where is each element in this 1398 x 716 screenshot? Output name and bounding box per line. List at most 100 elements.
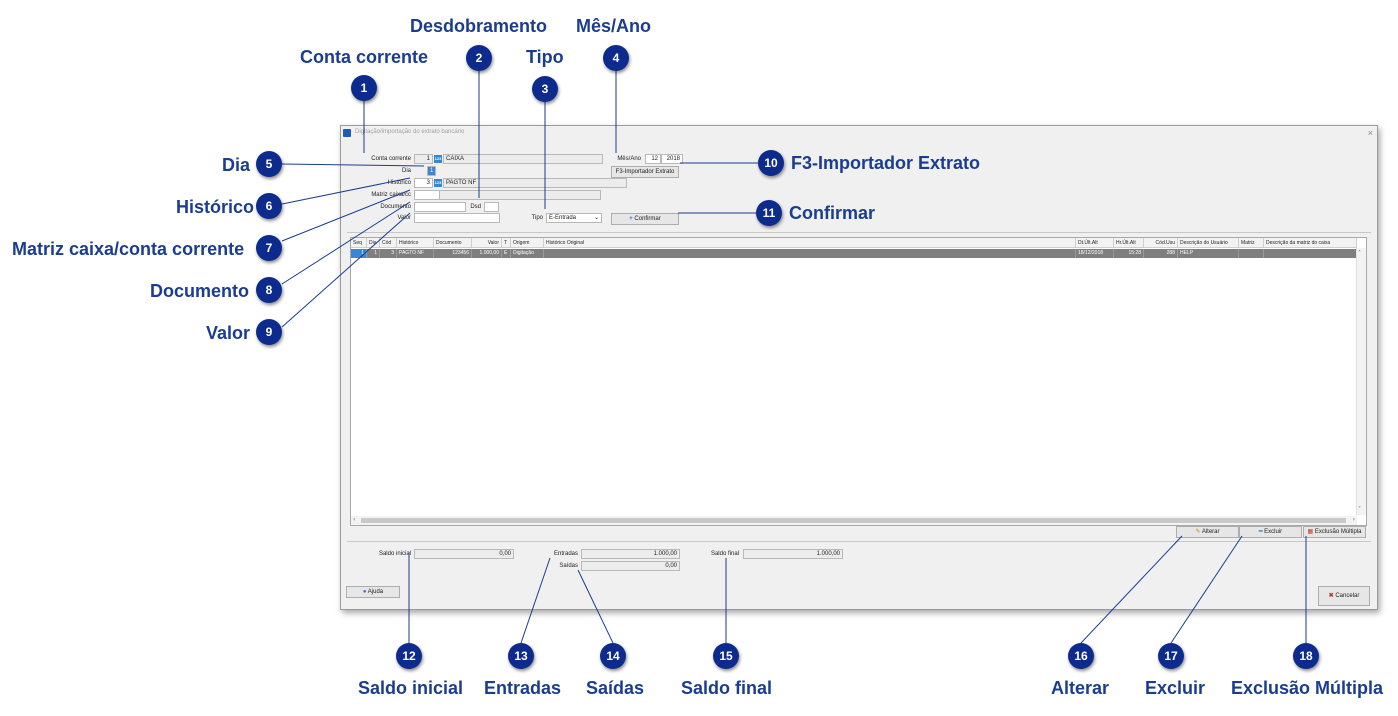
window-title: Digitação/importação do extrato bancário [355, 129, 465, 135]
exclusao-multipla-button[interactable]: ▦ Exclusão Múltipla [1303, 526, 1366, 538]
col-descricao-usuario[interactable]: Descrição do Usuário [1178, 238, 1239, 248]
saidas-label: Saídas [559, 563, 578, 569]
callout-label-documento: Documento [150, 281, 249, 301]
callout-badge-12: 12 [396, 643, 422, 669]
matriz-name-field [439, 190, 601, 200]
historico-lookup-icon[interactable]: 123 [434, 179, 442, 187]
cell-hr-ult-alt: 15:28 [1114, 249, 1144, 258]
callout-label-valor: Valor [206, 323, 251, 343]
tipo-label: Tipo [531, 215, 543, 221]
exclusao-multipla-label: Exclusão Múltipla [1314, 529, 1362, 535]
callout-label-saldo-inicial: Saldo inicial [358, 678, 464, 698]
historico-name-field: PAGTO NF [443, 178, 627, 188]
historico-label: Histórico [387, 180, 411, 186]
dia-field[interactable]: 1 [427, 166, 436, 176]
callout-badge-6: 6 [256, 193, 282, 219]
col-cod-usu[interactable]: Cód.Usu [1144, 238, 1178, 248]
conta-code-field[interactable]: 1 [414, 154, 433, 164]
historico-code-field[interactable]: 3 [414, 178, 433, 188]
alterar-button[interactable]: ✎ Alterar [1176, 526, 1239, 538]
col-hr-ult-alt[interactable]: Hr.Últ.Alt [1114, 238, 1144, 248]
excluir-button[interactable]: ━ Excluir [1239, 526, 1302, 538]
cell-historico-original [544, 249, 1076, 258]
col-matriz[interactable]: Matriz [1239, 238, 1264, 248]
callout-label-exclusao-multipla: Exclusão Múltipla [1231, 678, 1384, 698]
col-historico[interactable]: Histórico [397, 238, 434, 248]
col-historico-original[interactable]: Histórico Original [544, 238, 1076, 248]
entradas-field: 1.000,00 [581, 549, 680, 559]
cell-dt-ult-alt: 18/12/2018 [1076, 249, 1114, 258]
conta-lookup-icon[interactable]: 123 [434, 155, 442, 163]
callout-badge-3: 3 [532, 76, 558, 102]
mes-field[interactable]: 12 [645, 154, 661, 164]
cell-cod-usu: 288 [1144, 249, 1178, 258]
col-valor[interactable]: Valor [472, 238, 502, 248]
callout-badge-4: 4 [603, 45, 629, 71]
tipo-select[interactable]: E-Entrada⌄ [546, 213, 602, 223]
divider [347, 232, 1371, 233]
saldo-final-field: 1.000,00 [743, 549, 843, 559]
callout-label-saidas: Saídas [586, 678, 645, 698]
col-t[interactable]: T [502, 238, 511, 248]
conta-label: Conta corrente [371, 156, 411, 162]
cell-origem: Digitação [511, 249, 544, 258]
documento-field[interactable] [414, 202, 466, 212]
scroll-left-icon[interactable]: ‹ [353, 516, 356, 523]
col-dia[interactable]: Dia [367, 238, 380, 248]
callout-label-historico: Histórico [176, 197, 255, 217]
horizontal-scrollbar[interactable]: ‹ › [351, 516, 1357, 525]
callout-badge-11: 11 [756, 200, 782, 226]
scroll-up-icon[interactable]: ˄ [1358, 250, 1361, 257]
callout-badge-7: 7 [256, 235, 282, 261]
callout-badge-16: 16 [1068, 643, 1094, 669]
title-bar: Digitação/importação do extrato bancário… [341, 126, 1377, 140]
lancamentos-grid[interactable]: Seq Dia Cód Histórico Documento Valor T … [350, 237, 1367, 526]
callout-label-f3-importador: F3-Importador Extrato [791, 153, 981, 173]
chevron-down-icon: ⌄ [593, 215, 599, 221]
cell-descricao-usuario: HELP [1178, 249, 1239, 258]
callout-label-matriz: Matriz caixa/conta corrente [12, 239, 245, 259]
cell-matriz [1239, 249, 1264, 258]
ano-field[interactable]: 2018 [661, 154, 683, 164]
callout-badge-5: 5 [256, 151, 282, 177]
cancelar-button[interactable]: ✖ Cancelar [1318, 586, 1370, 606]
callout-label-mes-ano: Mês/Ano [576, 16, 652, 36]
alterar-label: Alterar [1201, 529, 1220, 535]
saldo-final-label: Saldo final [710, 551, 739, 557]
conta-name-field: CAIXA [443, 154, 603, 164]
callout-badge-15: 15 [713, 643, 739, 669]
col-origem[interactable]: Origem [511, 238, 544, 248]
help-icon: ● [362, 589, 367, 595]
scroll-thumb[interactable] [361, 518, 1346, 523]
callout-label-entradas: Entradas [484, 678, 562, 698]
col-dt-ult-alt[interactable]: Dt.Últ.Alt [1076, 238, 1114, 248]
callout-badge-9: 9 [256, 319, 282, 345]
ajuda-button[interactable]: ● Ajuda [346, 586, 400, 598]
entradas-label: Entradas [553, 551, 578, 557]
excluir-label: Excluir [1264, 529, 1283, 535]
valor-field[interactable] [414, 213, 500, 223]
vertical-scrollbar[interactable]: ˄ ˅ [1356, 248, 1366, 515]
edit-icon: ✎ [1195, 529, 1201, 535]
f3-importador-button[interactable]: F3-Importador Extrato [611, 166, 679, 178]
callout-label-alterar: Alterar [1051, 678, 1110, 698]
cell-cod: 3 [380, 249, 397, 258]
callout-label-dia: Dia [222, 155, 251, 175]
col-descricao-matriz[interactable]: Descrição da matriz do caixa [1264, 238, 1357, 248]
close-icon[interactable]: × [1367, 128, 1373, 138]
col-cod[interactable]: Cód [380, 238, 397, 248]
mesano-label: Mês/Ano [617, 156, 641, 162]
confirmar-button[interactable]: + Confirmar [611, 213, 679, 225]
cell-documento: 123456 [434, 249, 472, 258]
cancelar-label: Cancelar [1335, 593, 1360, 599]
cell-t: E [502, 249, 511, 258]
col-documento[interactable]: Documento [434, 238, 472, 248]
scroll-down-icon[interactable]: ˅ [1358, 506, 1361, 513]
col-seq[interactable]: Seq [351, 238, 367, 248]
cell-historico: PAGTO NF [397, 249, 434, 258]
saldo-inicial-label: Saldo inicial [378, 551, 411, 557]
callout-label-confirmar: Confirmar [789, 203, 876, 223]
scroll-right-icon[interactable]: › [1352, 516, 1355, 523]
dsd-field[interactable] [484, 202, 499, 212]
